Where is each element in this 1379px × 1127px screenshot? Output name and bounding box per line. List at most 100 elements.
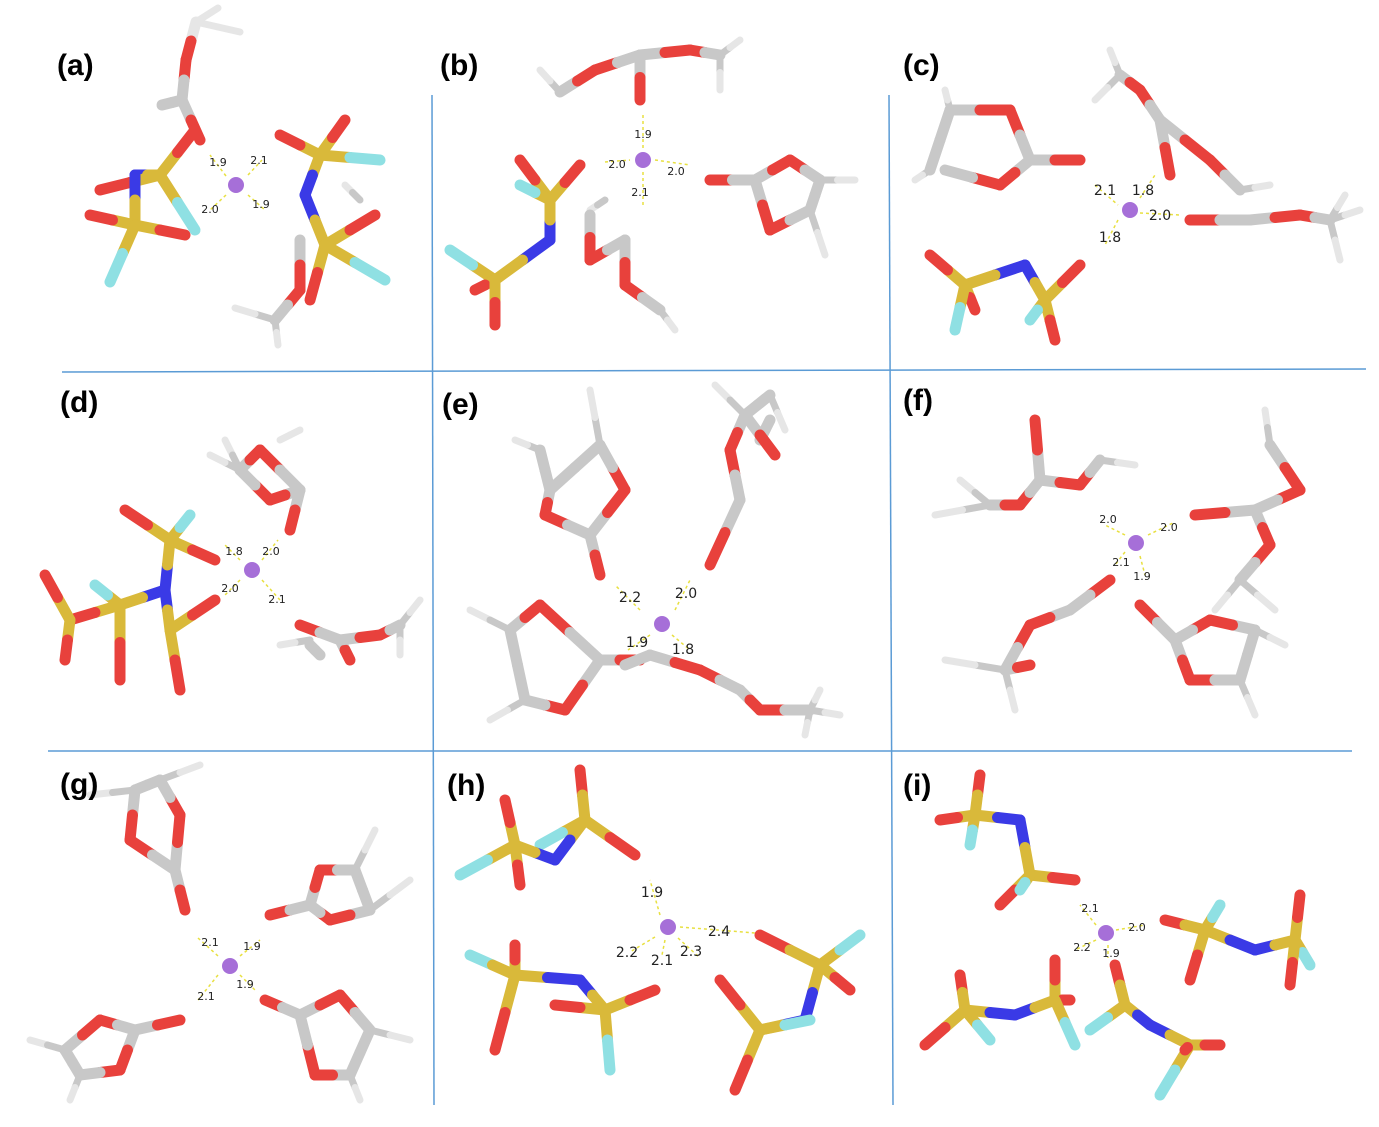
- bond-half: [664, 316, 679, 334]
- distance-label: 2.0: [1160, 521, 1178, 534]
- bond-half: [994, 884, 1021, 911]
- bond-half: [1254, 591, 1279, 614]
- bond-half: [1189, 507, 1231, 521]
- bond-half: [941, 656, 979, 669]
- bond-half: [284, 504, 301, 536]
- bond-half: [1184, 949, 1203, 986]
- distance-label: 2.1: [651, 953, 673, 969]
- bond-half: [1236, 576, 1261, 599]
- distance-label: 2.0: [221, 582, 239, 595]
- bond-half: [1251, 181, 1274, 191]
- coordination-contact: [1139, 174, 1156, 199]
- bond-half: [586, 386, 599, 421]
- bond-half: [1211, 591, 1231, 614]
- bond-half: [59, 1044, 78, 1068]
- bond-half: [1014, 877, 1031, 896]
- molecule-cyclic-f1: [1134, 599, 1289, 719]
- molecule-fsi-c1: [924, 249, 1086, 346]
- bond-half: [719, 494, 746, 538]
- molecule-carbonate-e2: [619, 649, 844, 739]
- molecule-carbonate-c1: [1091, 46, 1274, 196]
- coordination-contact: [247, 194, 266, 211]
- bond-half: [704, 527, 731, 571]
- bond-half: [602, 1034, 616, 1076]
- molecule-fsi-i1: [934, 769, 1081, 911]
- bond-half: [711, 381, 734, 404]
- bond-half: [504, 624, 523, 671]
- coordination-contact: [239, 939, 261, 957]
- bond-half: [1044, 314, 1061, 346]
- bond-half: [351, 1084, 364, 1104]
- coordination-contact: [604, 159, 631, 163]
- molecule-fsi-a1: [84, 124, 201, 288]
- bond-half: [754, 429, 781, 461]
- bond-half: [66, 1084, 79, 1104]
- molecule-fsi-i3: [919, 954, 1081, 1051]
- bond-half: [801, 719, 811, 739]
- bond-half: [729, 1054, 753, 1096]
- bond-half: [94, 177, 136, 196]
- coordination-contact: [661, 939, 666, 956]
- lithium-ion: [635, 152, 651, 168]
- distance-label: 2.2: [1073, 941, 1091, 954]
- bond-half: [821, 709, 844, 719]
- bond-half: [754, 929, 796, 956]
- distance-label: 2.0: [675, 586, 697, 602]
- distance-label: 1.9: [209, 156, 227, 169]
- bond-half: [1297, 947, 1316, 971]
- bond-half: [939, 164, 978, 183]
- coordination-contact: [197, 974, 219, 1001]
- bond-half: [544, 462, 581, 496]
- bond-half: [624, 984, 661, 1006]
- molecule-carbonate-f3: [941, 574, 1116, 714]
- lithium-ion: [228, 177, 244, 193]
- coordination-contact: [629, 936, 656, 953]
- distance-label: 1.9: [634, 128, 652, 141]
- bond-half: [604, 832, 641, 861]
- bond-half: [1006, 686, 1019, 714]
- panel-label: (i): [903, 769, 931, 802]
- bond-half: [156, 769, 184, 784]
- coordination-contact: [1104, 219, 1119, 246]
- molecule-cyclic-g1: [86, 761, 204, 916]
- bond-half: [779, 1014, 816, 1031]
- bond-half: [959, 501, 994, 514]
- bond-half: [84, 209, 118, 226]
- bond-half: [589, 549, 606, 581]
- distance-label: 1.9: [252, 198, 270, 211]
- panel-label: (c): [903, 49, 940, 82]
- molecule-carbonate-a1: [156, 4, 244, 146]
- bond-half: [924, 249, 953, 276]
- lithium-ion: [244, 562, 260, 578]
- bond-half: [86, 789, 116, 799]
- bond-half: [366, 891, 394, 914]
- bond-half: [231, 304, 259, 318]
- bond-half: [1219, 169, 1246, 196]
- bond-half: [466, 606, 494, 624]
- molecule-cyclic-g3: [26, 1014, 186, 1104]
- bond-half: [934, 812, 963, 826]
- bond-half: [549, 999, 586, 1013]
- bond-half: [637, 292, 666, 316]
- bond-half: [829, 972, 856, 996]
- distance-label: 2.1: [1094, 183, 1116, 199]
- bond-half: [1207, 899, 1226, 923]
- bond-half: [514, 179, 541, 198]
- bond-half: [1059, 1017, 1081, 1051]
- bond-half: [964, 824, 978, 851]
- bond-half: [911, 171, 926, 184]
- bond-half: [386, 876, 414, 899]
- distance-label: 2.0: [1128, 921, 1146, 934]
- molecule-cyclic-e1: [511, 386, 631, 581]
- molecule-fsi-d1: [39, 504, 221, 696]
- lithium-ion: [222, 958, 238, 974]
- divider-v1: [431, 94, 435, 1106]
- bond-half: [511, 436, 531, 449]
- distance-label: 2.0: [262, 545, 280, 558]
- molecule-cyclic-g4: [259, 989, 414, 1104]
- bond-half: [1179, 1042, 1193, 1056]
- bond-half: [89, 579, 113, 601]
- coordination-contact: [1104, 524, 1126, 536]
